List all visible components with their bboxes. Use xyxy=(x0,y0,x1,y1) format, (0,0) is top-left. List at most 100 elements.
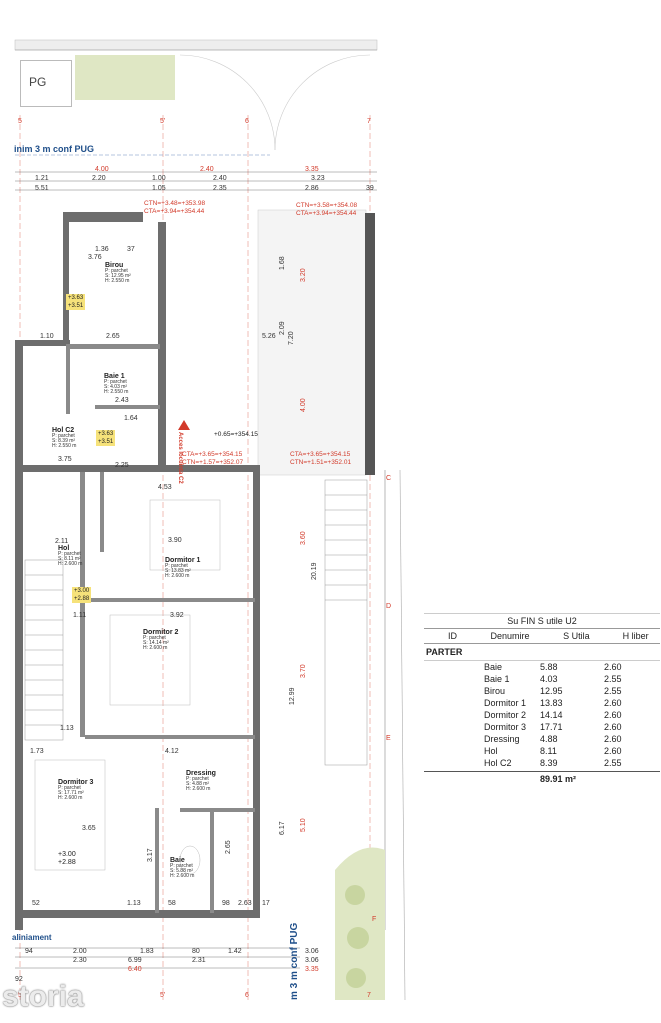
dim: 4.00 xyxy=(95,166,109,173)
summary-room-area: 13.83 xyxy=(540,698,563,708)
dim: 1.11 xyxy=(73,612,87,619)
axis-label: 5' xyxy=(160,118,166,125)
dim: 1.83 xyxy=(140,948,154,955)
dim: 1.21 xyxy=(35,175,49,182)
dim: 3.20 xyxy=(300,268,307,282)
header-area: S Utila xyxy=(563,631,590,641)
axis-label: 7 xyxy=(367,118,371,125)
dim: 5.10 xyxy=(300,818,307,832)
dim: 4.53 xyxy=(158,484,172,491)
dim: 3.70 xyxy=(300,664,307,678)
dim: 3.76 xyxy=(88,254,102,261)
summary-room-area: 12.95 xyxy=(540,686,563,696)
summary-room-area: 14.14 xyxy=(540,710,563,720)
dim: 6.40 xyxy=(128,966,142,973)
dim: 1.73 xyxy=(30,748,44,755)
alignment-label: aliniament xyxy=(12,933,52,942)
storia-watermark: storia xyxy=(2,980,84,1013)
dim: 2.00 xyxy=(73,948,87,955)
dim: 17 xyxy=(262,900,270,907)
area-summary-table: Su FIN S utile U2 ID Denumire S Utila H … xyxy=(424,613,660,784)
axis-label: 6 xyxy=(245,992,249,999)
dim: 3.92 xyxy=(170,612,184,619)
dim: 1.42 xyxy=(228,948,242,955)
room-label-dressing: Dressing P: parchet S: 4.88 m² H: 2.600 … xyxy=(186,770,216,792)
dim: 3.06 xyxy=(305,957,319,964)
dim: 3.35 xyxy=(305,166,319,173)
dim: 1.13 xyxy=(60,725,74,732)
summary-room-height: 2.60 xyxy=(604,734,622,744)
axis-label: 5 xyxy=(18,992,22,999)
dim: 92 xyxy=(15,976,23,983)
summary-room-area: 4.03 xyxy=(540,674,558,684)
summary-room-height: 2.60 xyxy=(604,662,622,672)
dim: 1.68 xyxy=(279,256,286,270)
room-label-hol: Hol P: parchet S: 8.11 m² H: 2.600 m xyxy=(58,545,83,567)
dim: 6.17 xyxy=(279,821,286,835)
dim: 3.90 xyxy=(168,537,182,544)
summary-room-name: Dressing xyxy=(484,734,520,744)
dim: 5.51 xyxy=(35,185,49,192)
axis-label: 5' xyxy=(160,992,166,999)
room-label-dormitor-2: Dormitor 2 P: parchet S: 14.14 m² H: 2.6… xyxy=(143,629,179,651)
axis-label: C xyxy=(386,475,392,482)
dim: 7.20 xyxy=(288,331,295,345)
summary-title: Su FIN S utile U2 xyxy=(424,613,660,629)
summary-room-name: Baie xyxy=(484,662,503,672)
elevation-badge: +3.63 xyxy=(96,430,116,438)
elevation-badge: +2.88 xyxy=(72,595,92,603)
dim: 2.20 xyxy=(92,175,106,182)
axis-label: F xyxy=(372,916,377,923)
summary-room-area: 8.39 xyxy=(540,758,558,768)
elevation-text: +3.00 xyxy=(58,851,76,858)
elevation-badge: +3.51 xyxy=(66,302,86,310)
dim: 2.30 xyxy=(73,957,87,964)
summary-room-name: Hol C2 xyxy=(484,758,512,768)
elevation-text: +2.88 xyxy=(58,859,76,866)
summary-room-height: 2.60 xyxy=(604,746,622,756)
dim: 12.99 xyxy=(289,687,296,705)
dim: 1.36 xyxy=(95,246,109,253)
dim: 2.65 xyxy=(225,840,232,854)
summary-total: 89.91 m² xyxy=(540,774,577,784)
dim: 2.25 xyxy=(115,462,129,469)
dim: 2.11 xyxy=(55,538,69,545)
dim: 2.65 xyxy=(106,333,120,340)
elevation-badge: +3.51 xyxy=(96,438,116,446)
summary-room-height: 2.60 xyxy=(604,722,622,732)
dim: 1.13 xyxy=(127,900,141,907)
dim: 5.26 xyxy=(262,333,276,340)
dim: 2.86 xyxy=(305,185,319,192)
dim: 4.12 xyxy=(165,748,179,755)
level-note: CTA=+3.94=+354.44 xyxy=(296,210,357,217)
axis-label: 5 xyxy=(18,118,22,125)
level-note: CTA=+3.65=+354.15 xyxy=(290,451,351,458)
dim: 1.00 xyxy=(152,175,166,182)
setback-bottom-label: m 3 m conf PUG xyxy=(289,922,300,1000)
dim: 20.19 xyxy=(311,562,318,580)
summary-row: Dormitor 3 17.71 2.60 xyxy=(424,721,660,733)
summary-room-name: Baie 1 xyxy=(484,674,510,684)
summary-section: PARTER xyxy=(424,644,660,661)
level-note: CTA=+3.94=+354.44 xyxy=(144,208,205,215)
pg-label: PG xyxy=(29,75,47,89)
dim: 6.99 xyxy=(128,957,142,964)
summary-room-name: Dormitor 3 xyxy=(484,722,527,732)
level-note: CTN=+1.57=+352.07 xyxy=(182,459,244,466)
summary-total-row: 89.91 m² xyxy=(424,771,660,784)
summary-room-area: 17.71 xyxy=(540,722,563,732)
level-note: CTA=+3.65=+354.15 xyxy=(182,451,243,458)
setback-top-label: inim 3 m conf PUG xyxy=(14,144,95,154)
summary-room-area: 4.88 xyxy=(540,734,558,744)
dim: 3.75 xyxy=(58,456,72,463)
dim: 1.05 xyxy=(152,185,166,192)
entrance-arrow-icon xyxy=(178,420,190,430)
dim: 80 xyxy=(192,948,200,955)
dim: 52 xyxy=(32,900,40,907)
summary-room-height: 2.55 xyxy=(604,686,622,696)
